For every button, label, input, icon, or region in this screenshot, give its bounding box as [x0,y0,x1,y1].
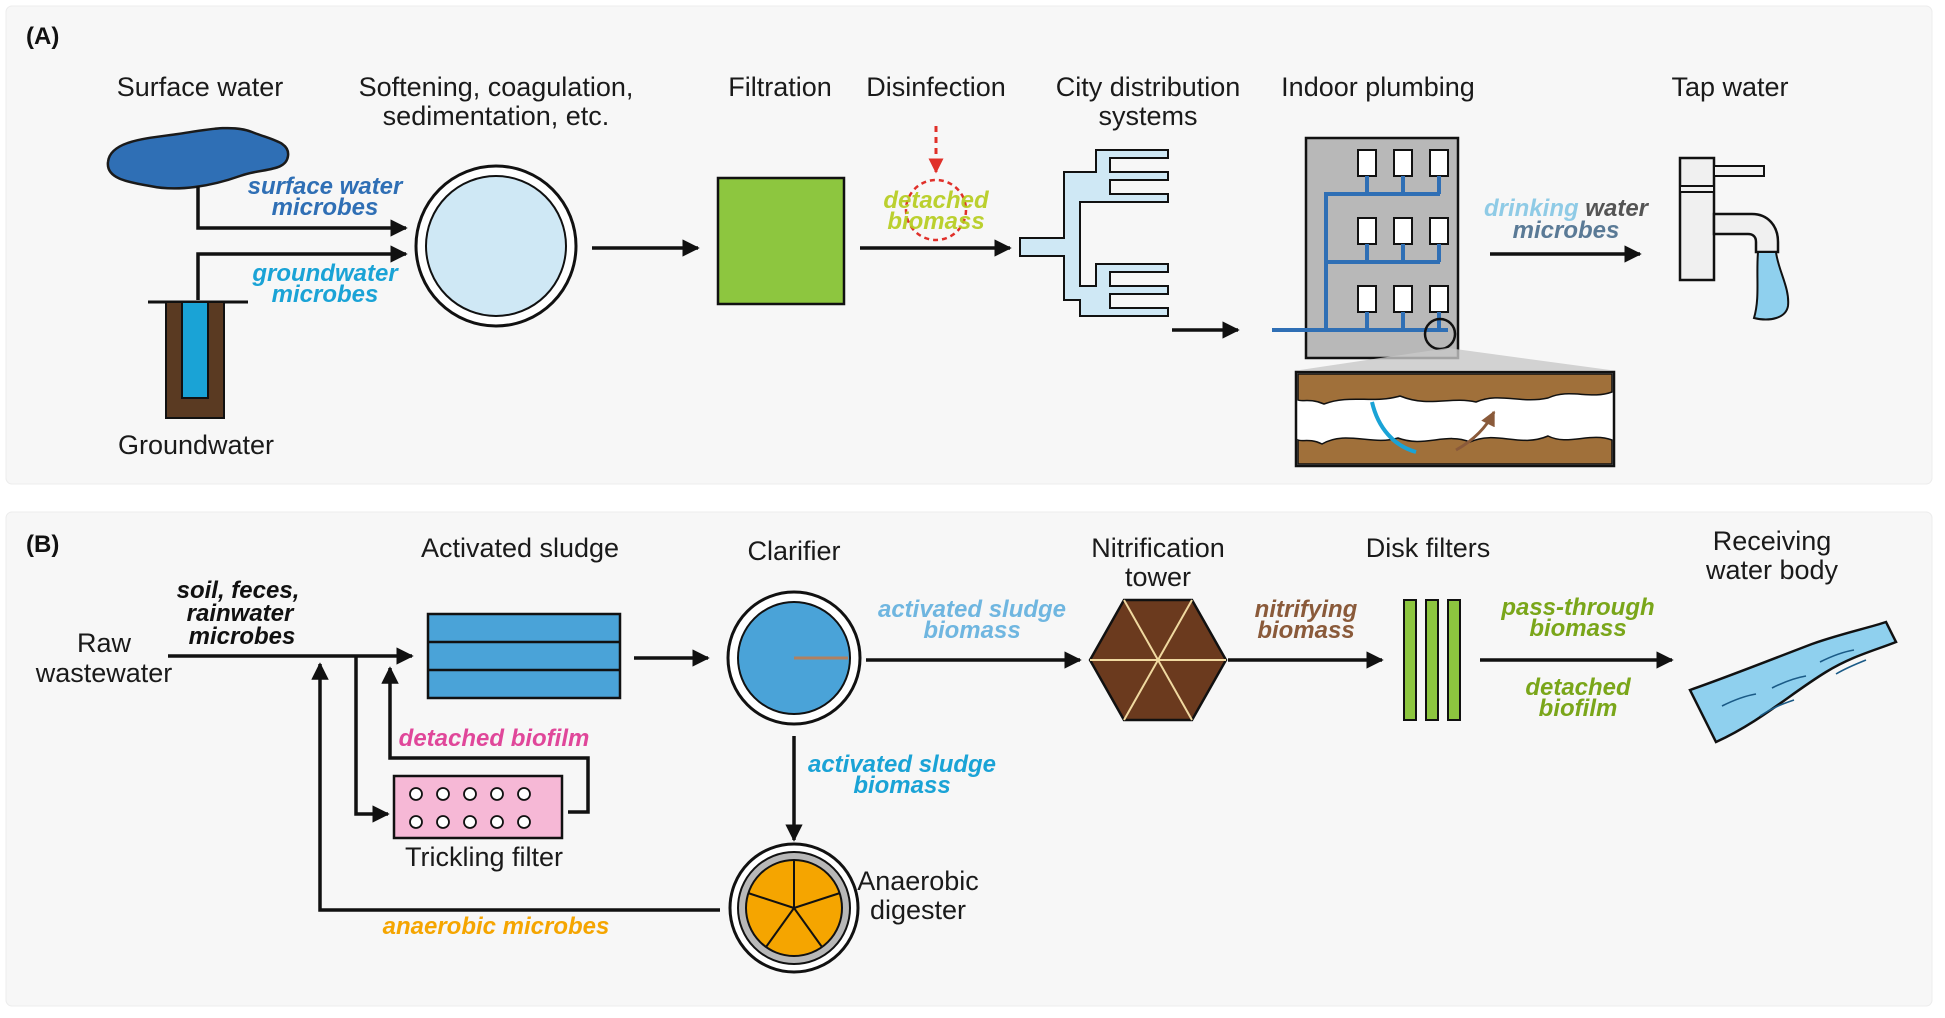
detachment-arrow [1455,410,1496,452]
attachment-arrow [1370,401,1417,454]
softening-label-line1: Softening, coagulation, [359,72,634,102]
detached-biomass-line2: biomass [887,208,984,235]
surface-water-label: Surface water [117,72,284,102]
clarifier-biomass-down-line2: biomass [853,772,950,799]
trickling-filter-icon [392,774,564,840]
groundwater-arrow [196,245,408,300]
nitrification-label-line2: tower [1125,562,1191,592]
activated-sludge-tank-icon [426,612,622,700]
biofilm-top-layer [1297,373,1613,405]
clarifier-label: Clarifier [747,536,840,566]
indoor-plumbing-label: Indoor plumbing [1281,72,1475,102]
tap-water-label: Tap water [1671,72,1788,102]
pass-through-biomass-line1: pass-through [1500,594,1654,621]
disinfection-target-icon [904,178,968,242]
disinfection-label: Disinfection [866,72,1006,102]
city-distribution-label-line2: systems [1098,101,1197,131]
receiving-water-label-line2: water body [1705,555,1839,585]
receiving-water-label-line1: Receiving [1713,526,1832,556]
building-windows [1357,149,1449,313]
water-word: water [1579,195,1650,222]
building-plumbing-pipes [1272,176,1448,332]
clarifier-biomass-line1: activated sludge [878,596,1066,623]
nitrification-label-line1: Nitrification [1091,533,1225,563]
activated-sludge-label: Activated sludge [421,533,619,563]
softening-label-line2: sedimentation, etc. [383,101,610,131]
receiving-water-river-icon [1688,620,1898,744]
softening-tank-water [425,175,567,317]
anaerobic-return-arrow [311,662,720,912]
trickling-filter-label: Trickling filter [405,842,563,872]
biofilm-bottom-layer [1297,435,1613,465]
clarifier-biomass-line2: biomass [923,617,1020,644]
drinking-word: drinking [1484,195,1579,222]
detached-biofilm-line2: biofilm [1539,695,1618,722]
raw-wastewater-line2: wastewater [35,658,173,688]
anaerobic-digester-label-line2: digester [870,895,966,925]
drinking-water-microbes-line2: microbes [1513,217,1620,244]
city-distribution-pipes-icon [1019,149,1169,317]
groundwater-label: Groundwater [118,430,274,460]
disk-filters-icon [1403,599,1461,721]
detached-biofilm-line1: detached [1525,674,1632,701]
panel-b-tag: (B) [26,531,59,558]
filtration-label: Filtration [728,72,832,102]
soil-microbes-line1: soil, feces, [177,577,300,604]
surface-microbes-line2: microbes [272,194,379,221]
tap-faucet-icon [1678,156,1790,321]
nitrifying-biomass-line2: biomass [1257,617,1354,644]
anaerobic-microbes-label: anaerobic microbes [383,913,610,940]
anaerobic-digester-label-line1: Anaerobic [857,866,979,896]
detached-biofilm-label: detached biofilm [399,725,590,752]
detached-biomass-line1: detached [883,187,990,214]
anaerobic-digester-icon [728,842,860,974]
disk-filters-label: Disk filters [1366,533,1491,563]
groundwater-microbes-line1: groundwater [251,260,399,287]
surface-water-arrow [196,186,408,237]
filtration-box-icon [716,176,846,306]
to-trickling-filter-arrow [354,656,390,823]
groundwater-microbes-line2: microbes [272,281,379,308]
raw-wastewater-line1: Raw [77,628,132,658]
well-water-column [181,301,209,399]
nitrifying-biomass-line1: nitrifying [1255,596,1358,623]
clarifier-biomass-down-line1: activated sludge [808,751,996,778]
zoom-callout-shade [1300,348,1610,370]
surface-water-pond-icon [106,126,290,190]
drinking-water-microbes-line1: drinking water [1484,195,1650,222]
city-distribution-label-line1: City distribution [1056,72,1241,102]
nitrification-tower-icon [1088,598,1228,722]
pass-through-biomass-line2: biomass [1529,615,1626,642]
plumbing-zoom-circle [1423,317,1457,351]
soil-microbes-line3: microbes [189,623,296,650]
panel-a-tag: (A) [26,23,59,50]
soil-microbes-line2: rainwater [187,600,295,627]
surface-microbes-line1: surface water [248,173,404,200]
trickling-filter-return-arrow [381,666,590,814]
